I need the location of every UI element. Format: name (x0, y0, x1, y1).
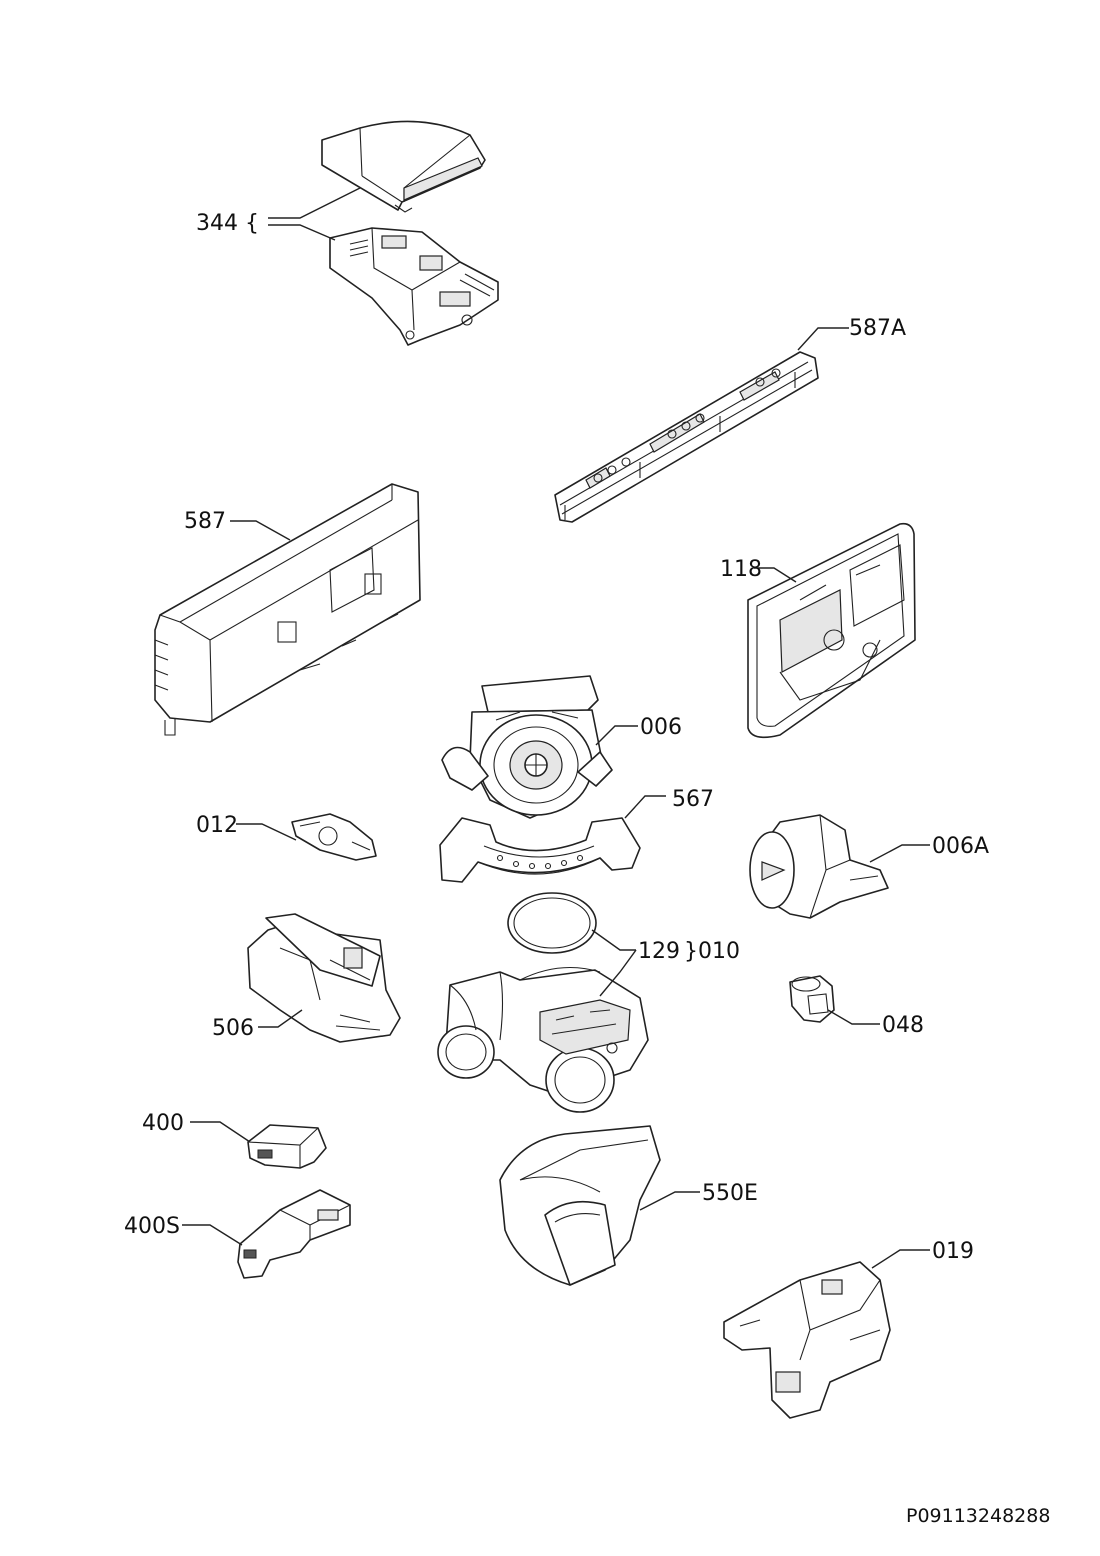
callout-550E: 550E (702, 1181, 758, 1206)
part-019-lock (723, 1261, 891, 1419)
part-129-gasket (507, 892, 597, 954)
callout-587A: 587A (849, 316, 906, 341)
callout-labels: 344 { 587A 587 118 006 567 012 006A 129 … (124, 211, 989, 1264)
callout-506: 506 (212, 1016, 254, 1041)
part-012-sensor (291, 813, 377, 861)
callout-129: 129 (638, 939, 680, 964)
callout-400S: 400S (124, 1214, 180, 1239)
reference-code: P09113248288 (906, 1505, 1050, 1527)
callout-019: 019 (932, 1239, 974, 1264)
part-400-module (247, 1124, 327, 1169)
part-010-heatpump (437, 966, 649, 1113)
part-550E-cover (499, 1125, 661, 1286)
part-006A-drainpump (749, 814, 889, 919)
part-048-sensor (789, 975, 835, 1023)
part-344-cover (321, 120, 486, 213)
callout-400: 400 (142, 1111, 184, 1136)
callout-587: 587 (184, 509, 226, 534)
callout-006A: 006A (932, 834, 989, 859)
part-400S-switch (237, 1189, 351, 1279)
callout-344: 344 { (196, 211, 259, 236)
part-344-module (329, 227, 499, 346)
part-506-base (247, 913, 401, 1043)
callout-567: 567 (672, 787, 714, 812)
callout-118: 118 (720, 557, 762, 582)
part-006-pump (441, 675, 613, 819)
part-587A-board (554, 351, 819, 523)
callout-006: 006 (640, 715, 682, 740)
callout-012: 012 (196, 813, 238, 838)
leader-lines (182, 187, 930, 1269)
part-587-box (154, 483, 421, 736)
part-118-dispenser (747, 522, 916, 739)
part-567-bracket (439, 817, 641, 883)
callout-010: }010 (684, 939, 740, 964)
callout-048: 048 (882, 1013, 924, 1038)
